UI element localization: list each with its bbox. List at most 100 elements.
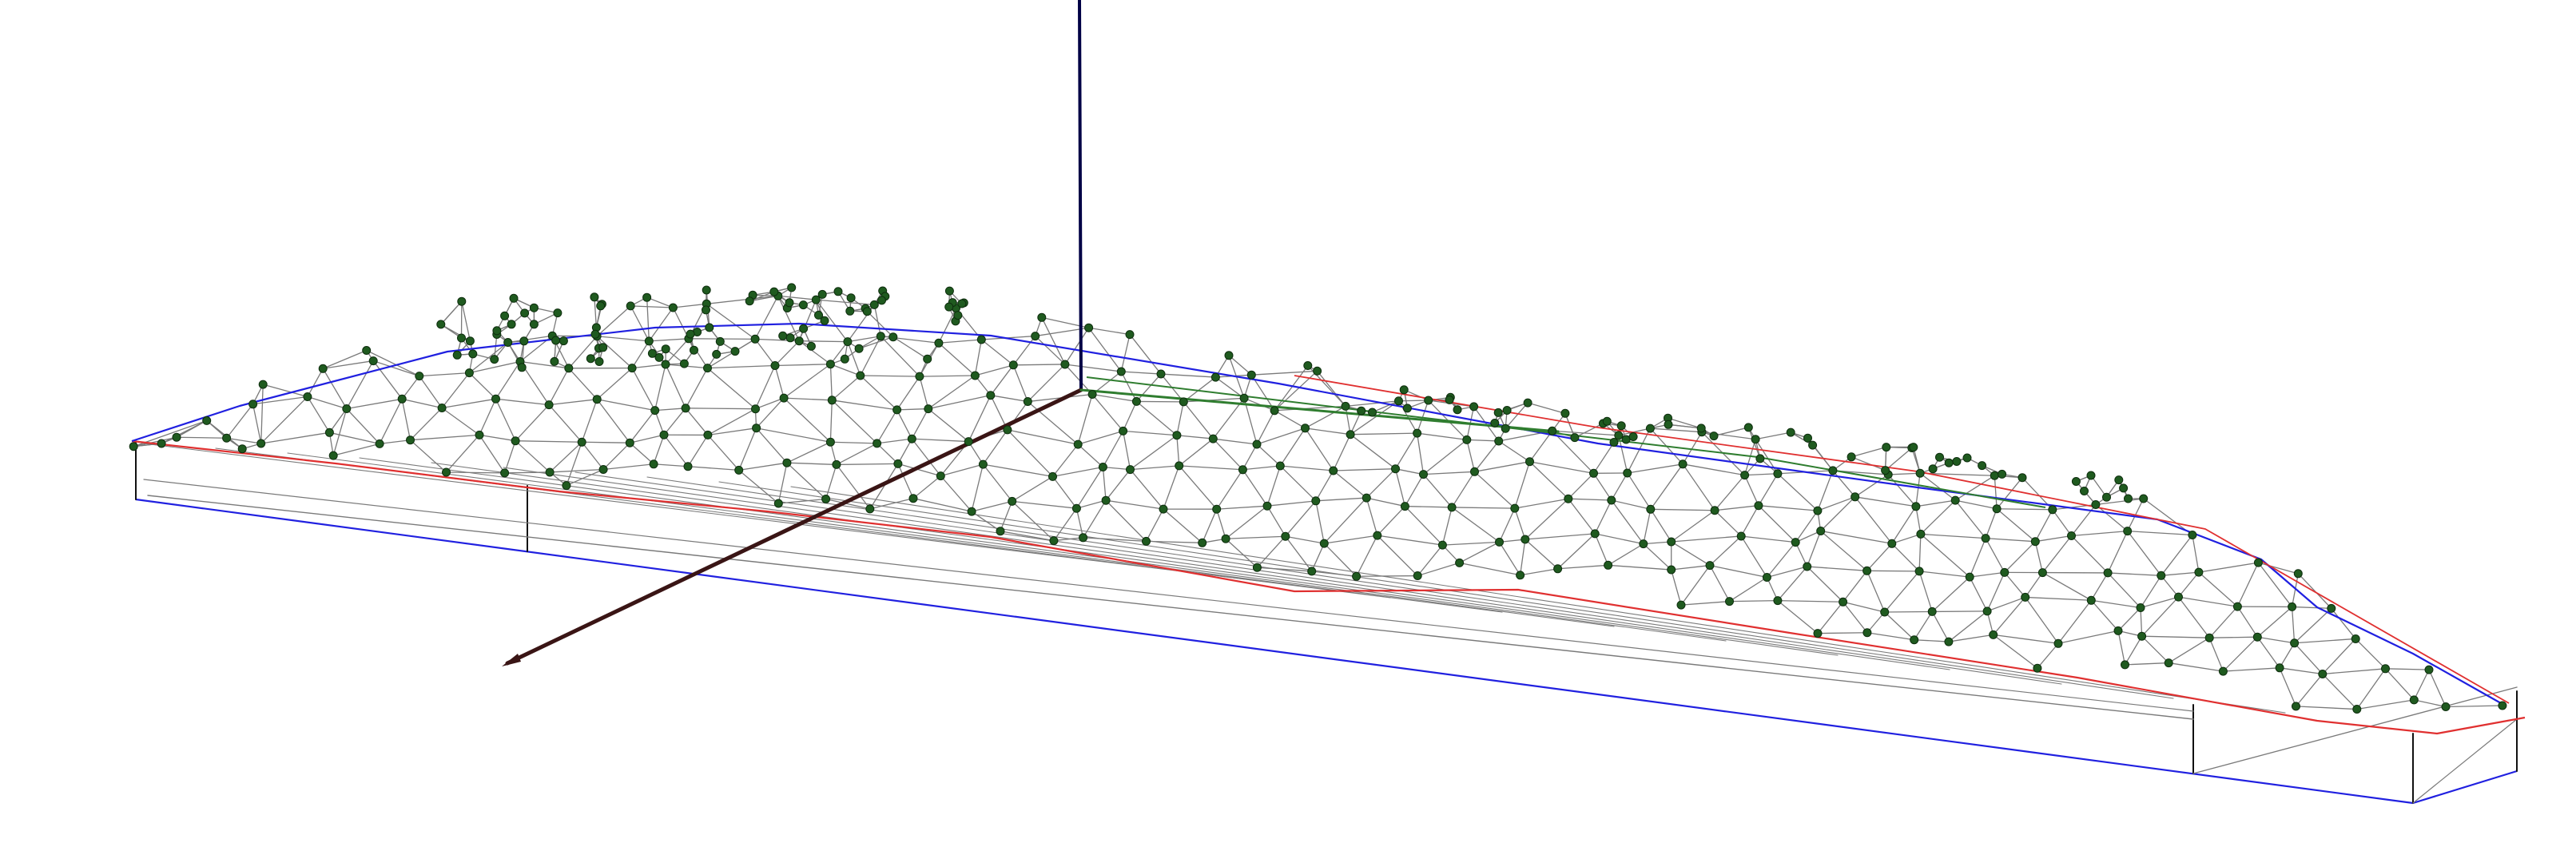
mesh-edge: [1000, 531, 1055, 542]
mesh-edge: [2168, 637, 2210, 664]
mesh-edge: [1728, 599, 1779, 603]
mesh-edge: [1671, 535, 1742, 543]
mesh-edge: [2127, 530, 2193, 536]
mesh-node: [129, 442, 138, 451]
mesh-edge: [1851, 456, 1886, 471]
mesh-node: [1437, 540, 1447, 550]
mesh-node: [562, 481, 571, 491]
mesh-edge: [1304, 428, 1351, 435]
mesh-edge: [1525, 533, 1596, 540]
mesh-edge: [786, 441, 832, 463]
mesh-edge: [2052, 509, 2073, 537]
mesh-edge: [602, 442, 630, 471]
mesh-edge: [225, 404, 254, 439]
mesh-node: [1962, 453, 1972, 463]
mesh-edge: [754, 295, 779, 340]
mesh-edge: [2413, 699, 2447, 708]
mesh-node: [1313, 366, 1322, 376]
mesh-edge: [685, 408, 757, 410]
mesh-node: [2204, 633, 2214, 642]
axis-x-arrowhead-icon: [502, 654, 521, 666]
mesh-node: [712, 349, 722, 359]
mesh-node: [787, 283, 797, 292]
mesh-edge: [1176, 435, 1180, 467]
mesh-edge: [858, 336, 894, 349]
mesh-node: [1319, 539, 1329, 548]
mesh-edge: [629, 434, 665, 443]
mesh-node: [1071, 503, 1081, 513]
mesh-edge: [2034, 541, 2044, 574]
mesh-edge: [911, 438, 941, 477]
mesh-edge: [1077, 393, 1093, 445]
mesh-node: [649, 459, 658, 469]
mesh-edge: [1473, 406, 1500, 442]
mesh-node: [1179, 397, 1188, 407]
mesh-node: [825, 437, 835, 447]
mesh-edge: [594, 296, 598, 328]
mesh-node: [1516, 571, 1525, 580]
mesh-edge: [990, 364, 1014, 396]
mesh-node: [586, 354, 595, 364]
mesh-edge: [1087, 327, 1122, 372]
mesh-node: [507, 320, 516, 329]
mesh-edge: [2322, 673, 2358, 710]
mesh-edge: [1120, 371, 1138, 403]
mesh-edge: [2295, 673, 2324, 707]
mesh-node: [1862, 628, 1872, 638]
mesh-edge: [1129, 468, 1164, 510]
mesh-edge: [2070, 535, 2109, 574]
mesh-edge: [372, 360, 403, 400]
mesh-edge: [1285, 535, 1313, 572]
mesh-edge: [2161, 575, 2180, 598]
mesh-node: [1952, 457, 1962, 466]
mesh-edge: [629, 442, 654, 465]
mesh-edge: [1851, 446, 1887, 458]
mesh-edge: [1274, 410, 1306, 429]
mesh-node: [551, 336, 561, 345]
mesh-node: [924, 404, 933, 414]
box-inner-edge: [2192, 686, 2518, 774]
mesh-edge: [1274, 364, 1309, 412]
mesh-edge: [1394, 468, 1425, 475]
mesh-edge: [1842, 570, 1868, 603]
mesh-node: [1523, 398, 1532, 408]
mesh-node: [1008, 496, 1017, 506]
mesh-edge: [1556, 564, 1609, 570]
mesh-edge: [1027, 364, 1066, 403]
mesh-node: [751, 404, 760, 414]
axis-x-line: [505, 388, 1083, 666]
mesh-edge: [1212, 438, 1244, 471]
mesh-node: [258, 380, 268, 389]
mesh-edge: [1891, 533, 1922, 544]
mesh-edge: [379, 398, 403, 445]
mesh-edge: [1842, 601, 1868, 634]
mesh-edge: [1035, 335, 1066, 365]
mesh-edge: [646, 476, 2062, 685]
mesh-node: [452, 350, 462, 360]
mesh-node: [2114, 475, 2124, 485]
mesh-edge: [2322, 668, 2387, 675]
mesh-edge: [2117, 606, 2141, 632]
mesh-edge: [1333, 468, 1397, 471]
mesh-node: [1676, 600, 1686, 610]
mesh-edge: [1948, 634, 1994, 642]
mesh-node: [1862, 566, 1872, 575]
mesh-node: [770, 361, 780, 370]
mesh-edge: [798, 340, 832, 365]
mesh-node: [362, 346, 372, 355]
mesh-edge: [1817, 470, 1834, 511]
mesh-node: [821, 495, 831, 503]
mesh-node: [509, 293, 519, 303]
mesh-edge: [2208, 637, 2224, 672]
mesh-edge: [786, 462, 827, 500]
mesh-edge: [706, 303, 756, 340]
mesh-edge: [1643, 508, 1652, 545]
mesh-edge: [938, 307, 957, 344]
mesh-edge: [1682, 432, 1703, 465]
mesh-edge: [777, 295, 800, 342]
mesh-edge: [1713, 427, 1749, 437]
mesh-node: [715, 336, 725, 346]
mesh-edge: [1064, 327, 1090, 365]
